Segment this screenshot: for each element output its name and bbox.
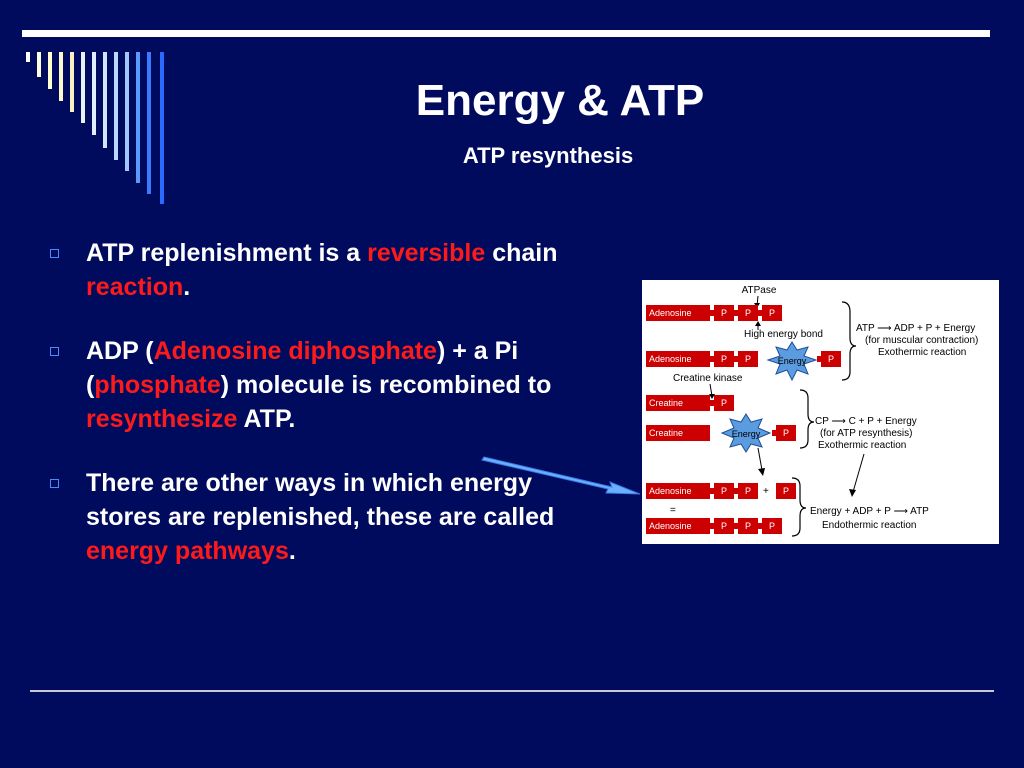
bullet-1-text: ATP replenishment is a reversible chain …	[86, 239, 558, 301]
brace	[799, 389, 815, 449]
svg-text:P: P	[721, 308, 727, 318]
svg-text:P: P	[783, 486, 789, 496]
svg-text:Creatine: Creatine	[649, 428, 683, 438]
equation-2: CP ⟶ C + P + Energy	[815, 416, 917, 427]
svg-text:P: P	[745, 308, 751, 318]
brace	[791, 477, 807, 537]
svg-text:P: P	[721, 486, 727, 496]
svg-text:P: P	[828, 354, 834, 364]
svg-text:=: =	[670, 505, 676, 516]
creatine-kinase-label: Creatine kinase	[673, 373, 743, 384]
atpase-label: ATPase	[742, 285, 777, 296]
bullet-3-text: There are other ways in which energy sto…	[86, 469, 555, 565]
energy-star-icon	[766, 341, 818, 382]
svg-text:P: P	[721, 354, 727, 364]
svg-text:P: P	[721, 398, 727, 408]
adenosine-block	[646, 483, 710, 499]
svg-text:Endothermic reaction: Endothermic reaction	[822, 520, 917, 531]
brace	[841, 301, 857, 381]
high-energy-bond-label: High energy bond	[744, 329, 823, 340]
svg-text:P: P	[745, 521, 751, 531]
square-bullet-icon	[50, 249, 59, 258]
svg-text:(for muscular contraction): (for muscular contraction)	[865, 335, 978, 346]
svg-text:P: P	[745, 486, 751, 496]
energy-star-icon	[720, 413, 772, 453]
phosphate-block	[738, 305, 758, 321]
svg-text:Energy: Energy	[778, 356, 807, 366]
bullet-2-text: ADP (Adenosine diphosphate) + a Pi (phos…	[86, 337, 552, 433]
bullet-2: ADP (Adenosine diphosphate) + a Pi (phos…	[46, 334, 606, 436]
svg-text:P: P	[769, 308, 775, 318]
creatine-block	[646, 395, 710, 411]
adenosine-block	[646, 305, 710, 321]
creatine-block	[646, 425, 710, 441]
adenosine-block	[646, 351, 710, 367]
slide-subtitle: ATP resynthesis	[462, 143, 634, 168]
slide-title: Energy & ATP	[415, 76, 705, 125]
bullet-list: ATP replenishment is a reversible chain …	[46, 236, 606, 598]
adenosine-block	[646, 518, 710, 534]
svg-text:+: +	[763, 486, 769, 497]
svg-text:P: P	[745, 354, 751, 364]
decorative-bars	[26, 52, 164, 204]
phosphate-block	[714, 305, 734, 321]
svg-text:(for ATP resynthesis): (for ATP resynthesis)	[820, 428, 912, 439]
svg-text:Adenosine: Adenosine	[649, 354, 692, 364]
bullet-1: ATP replenishment is a reversible chain …	[46, 236, 606, 304]
svg-text:Exothermic reaction: Exothermic reaction	[878, 347, 966, 358]
svg-text:Adenosine: Adenosine	[649, 486, 692, 496]
svg-text:P: P	[721, 521, 727, 531]
equation-1: ATP ⟶ ADP + P + Energy	[856, 323, 975, 334]
adenosine-label: Adenosine	[649, 308, 692, 318]
svg-text:P: P	[783, 428, 789, 438]
atp-diagram: ATPase Adenosine P P P High energy bond …	[642, 280, 999, 544]
equation-3: Energy + ADP + P ⟶ ATP	[810, 506, 929, 517]
svg-text:Creatine: Creatine	[649, 398, 683, 408]
svg-text:Adenosine: Adenosine	[649, 521, 692, 531]
top-rule	[22, 30, 990, 37]
bottom-rule	[30, 690, 994, 692]
square-bullet-icon	[50, 479, 59, 488]
svg-text:Exothermic reaction: Exothermic reaction	[818, 440, 906, 451]
svg-text:P: P	[769, 521, 775, 531]
square-bullet-icon	[50, 347, 59, 356]
svg-text:Energy: Energy	[732, 429, 761, 439]
bullet-3: There are other ways in which energy sto…	[46, 466, 606, 568]
phosphate-block	[762, 305, 782, 321]
